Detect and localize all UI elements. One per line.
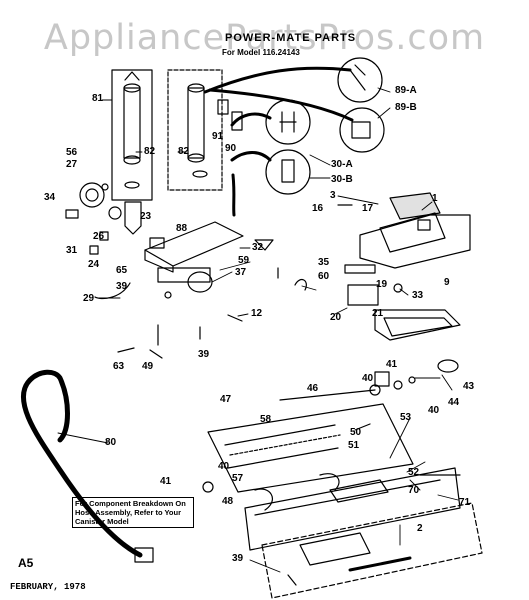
part-label: 57 xyxy=(232,473,244,484)
hose-cuff xyxy=(134,547,154,563)
part-label: 26 xyxy=(93,231,105,242)
part-label: 30-B xyxy=(331,174,353,185)
publication-date: FEBRUARY, 1978 xyxy=(10,582,86,592)
part-label: 19 xyxy=(376,279,388,290)
part-label: 81 xyxy=(92,93,104,104)
part-label: 59 xyxy=(238,255,250,266)
watermark: AppliancePartsPros.com xyxy=(43,18,486,58)
part-label: 1 xyxy=(432,193,438,204)
detail-circle-30b xyxy=(265,149,311,195)
part-label: 39 xyxy=(232,553,244,564)
part-label: 34 xyxy=(44,192,56,203)
part-label: 20 xyxy=(330,312,342,323)
part-label: 21 xyxy=(372,308,384,319)
part-label: 48 xyxy=(222,496,234,507)
part-label: 32 xyxy=(252,242,264,253)
part-label: 80 xyxy=(105,437,117,448)
hose-note: For Component Breakdown On Hose Assembly… xyxy=(72,497,194,528)
part-label: 37 xyxy=(235,267,247,278)
model-line: For Model 116.24143 xyxy=(222,48,300,57)
part-label: 88 xyxy=(176,223,188,234)
part-label: 82 xyxy=(144,146,156,157)
brush-assembly xyxy=(207,359,459,493)
part-label: 39 xyxy=(116,281,128,292)
part-label: 40 xyxy=(428,405,440,416)
page-mark: A5 xyxy=(18,556,34,570)
detail-circle-30a xyxy=(265,99,311,145)
part-label: 40 xyxy=(218,461,230,472)
part-label: 89-B xyxy=(395,102,417,113)
part-label: 60 xyxy=(318,271,330,282)
part-label: 40 xyxy=(362,373,374,384)
part-label: 12 xyxy=(251,308,263,319)
part-label: 17 xyxy=(362,203,374,214)
part-label: 23 xyxy=(140,211,152,222)
part-label: 41 xyxy=(160,476,172,487)
part-label: 51 xyxy=(348,440,360,451)
part-label: 70 xyxy=(408,485,420,496)
part-label: 58 xyxy=(260,414,272,425)
part-label: 50 xyxy=(350,427,362,438)
part-label: 3 xyxy=(330,190,336,201)
part-label: 82 xyxy=(178,146,190,157)
part-label: 46 xyxy=(307,383,319,394)
part-label: 47 xyxy=(220,394,232,405)
bulb-box-81 xyxy=(111,69,153,201)
part-label: 16 xyxy=(312,203,324,214)
part-label: 53 xyxy=(400,412,412,423)
part-label: 29 xyxy=(83,293,95,304)
detail-circle-89b xyxy=(339,107,385,153)
part-label: 52 xyxy=(408,467,420,478)
part-label: 41 xyxy=(386,359,398,370)
part-label: 27 xyxy=(66,159,78,170)
part-label: 71 xyxy=(459,497,471,508)
cord-lines xyxy=(203,66,354,217)
part-label: 65 xyxy=(116,265,128,276)
part-label: 35 xyxy=(318,257,330,268)
part-label: 33 xyxy=(412,290,424,301)
part-label: 39 xyxy=(198,349,210,360)
part-label: 30-A xyxy=(331,159,353,170)
left-parts xyxy=(65,182,142,255)
part-label: 49 xyxy=(142,361,154,372)
motor-housing xyxy=(94,221,307,300)
detail-circle-89a xyxy=(337,57,383,103)
diagram-title: POWER-MATE PARTS xyxy=(225,32,357,44)
part-label: 2 xyxy=(417,523,423,534)
leader-lines xyxy=(57,87,459,573)
part-label: 90 xyxy=(225,143,237,154)
part-label: 89-A xyxy=(395,85,417,96)
part-label: 9 xyxy=(444,277,450,288)
part-label: 43 xyxy=(463,381,475,392)
part-label: 91 xyxy=(212,131,224,142)
part-label: 24 xyxy=(88,259,100,270)
bulb-box-82 xyxy=(167,69,223,191)
part-label: 31 xyxy=(66,245,78,256)
base-plate xyxy=(202,467,483,599)
part-label: 63 xyxy=(113,361,125,372)
hose xyxy=(21,369,143,558)
part-label: 44 xyxy=(448,397,460,408)
powermate-body xyxy=(344,192,471,341)
part-label: 56 xyxy=(66,147,78,158)
